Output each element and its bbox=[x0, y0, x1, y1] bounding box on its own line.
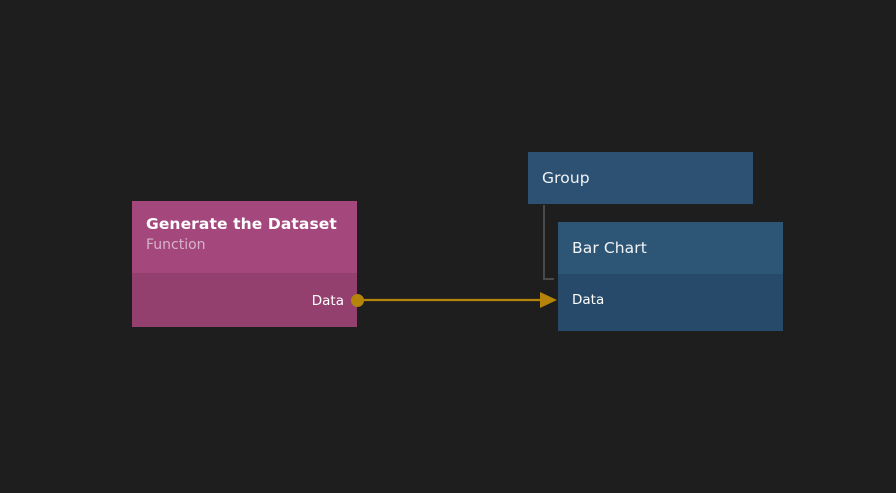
group-child-bracket bbox=[543, 205, 554, 280]
bar-chart-node-title: Bar Chart bbox=[572, 239, 647, 257]
node-bar-chart[interactable]: Bar Chart Data bbox=[558, 222, 783, 331]
function-node-output-port-label[interactable]: Data bbox=[311, 293, 344, 309]
bracket-foot-line bbox=[543, 278, 554, 280]
group-node-title: Group bbox=[542, 169, 590, 187]
bar-chart-node-header[interactable]: Bar Chart bbox=[558, 222, 783, 274]
function-node-subtitle: Function bbox=[146, 237, 206, 253]
bar-chart-node-input-port-label[interactable]: Data bbox=[572, 292, 605, 308]
bracket-stem-line bbox=[543, 205, 545, 280]
bar-chart-node-body[interactable] bbox=[558, 274, 783, 331]
node-generate-the-dataset[interactable]: Generate the Dataset Function Data bbox=[132, 201, 357, 327]
function-node-title: Generate the Dataset bbox=[146, 215, 337, 233]
data-connection-arrowhead bbox=[540, 292, 557, 308]
function-node-header[interactable]: Generate the Dataset Function bbox=[132, 201, 357, 273]
function-node-output-port-dot[interactable] bbox=[351, 294, 364, 307]
node-group[interactable]: Group bbox=[528, 152, 753, 204]
function-node-body[interactable] bbox=[132, 273, 357, 327]
